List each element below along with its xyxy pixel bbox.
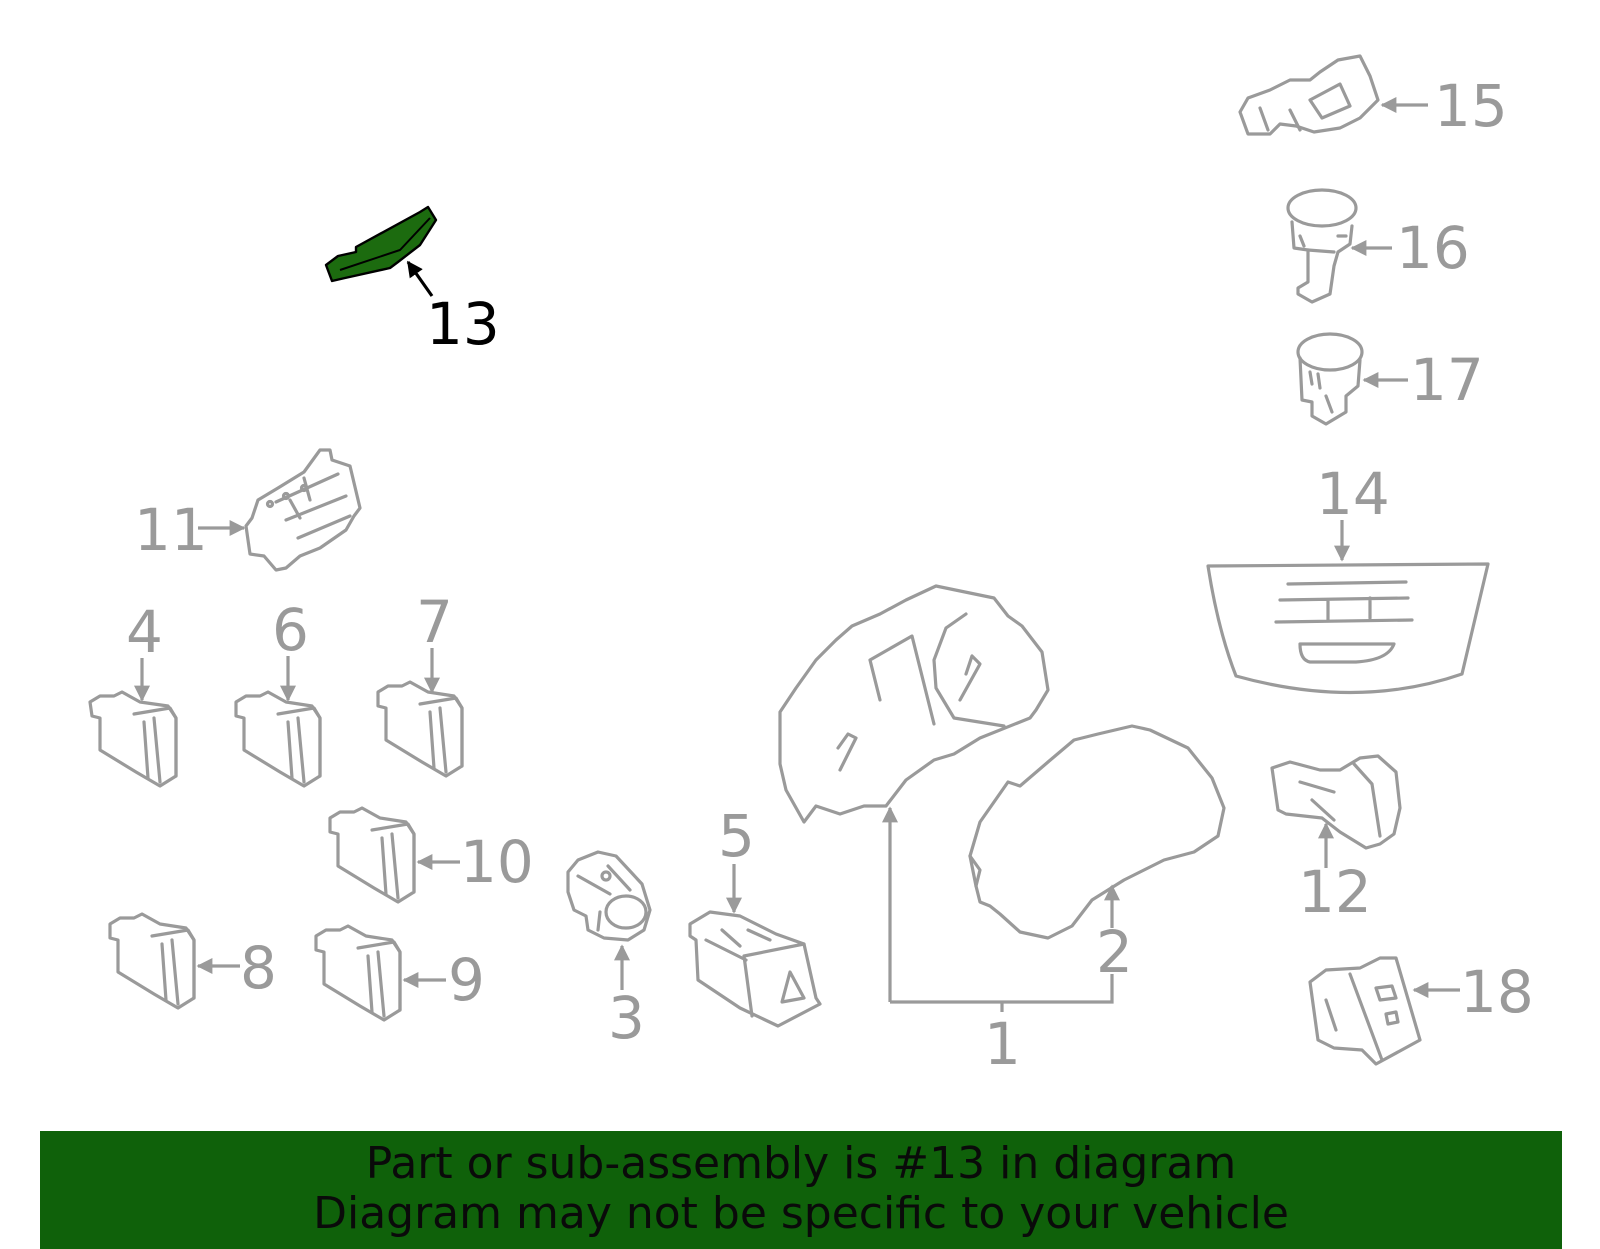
part-1[interactable]: 1 [778, 584, 1114, 1078]
part-5[interactable]: 5 [688, 802, 822, 1028]
part-13-highlighted[interactable]: 13 [324, 205, 500, 358]
callout-2: 2 [1096, 918, 1133, 986]
callout-13: 13 [426, 290, 500, 358]
callout-11: 11 [134, 496, 208, 564]
callout-7: 7 [416, 588, 453, 656]
callout-18: 18 [1460, 958, 1534, 1026]
part-6[interactable]: 6 [234, 596, 322, 788]
callout-8: 8 [240, 934, 277, 1002]
part-14[interactable]: 14 [1206, 460, 1490, 695]
part-7[interactable]: 7 [376, 588, 464, 778]
banner-line-1: Part or sub-assembly is #13 in diagram [365, 1138, 1237, 1189]
part-4[interactable]: 4 [88, 598, 178, 788]
part-11[interactable]: 11 [134, 448, 362, 572]
callout-15: 15 [1434, 72, 1508, 140]
part-12[interactable]: 12 [1270, 754, 1402, 926]
part-10[interactable]: 10 [328, 806, 534, 904]
part-3[interactable]: 3 [566, 850, 652, 1052]
callout-17: 17 [1410, 346, 1484, 414]
info-banner: Part or sub-assembly is #13 in diagram D… [40, 1131, 1562, 1249]
callout-1: 1 [984, 1010, 1021, 1078]
callout-12: 12 [1298, 858, 1372, 926]
callout-6: 6 [272, 596, 309, 664]
part-2[interactable]: 2 [968, 724, 1226, 986]
part-15[interactable]: 15 [1238, 54, 1508, 140]
part-8[interactable]: 8 [108, 912, 277, 1010]
callout-5: 5 [718, 802, 755, 870]
banner-line-2: Diagram may not be specific to your vehi… [313, 1188, 1289, 1239]
callout-10: 10 [460, 828, 534, 896]
part-17[interactable]: 17 [1296, 332, 1484, 426]
callout-4: 4 [126, 598, 163, 666]
part-9[interactable]: 9 [314, 924, 485, 1022]
callout-9: 9 [448, 946, 485, 1014]
callout-16: 16 [1396, 214, 1470, 282]
callout-3: 3 [608, 984, 645, 1052]
callout-14: 14 [1316, 460, 1390, 528]
part-16[interactable]: 16 [1286, 188, 1470, 304]
part-18[interactable]: 18 [1308, 956, 1534, 1066]
